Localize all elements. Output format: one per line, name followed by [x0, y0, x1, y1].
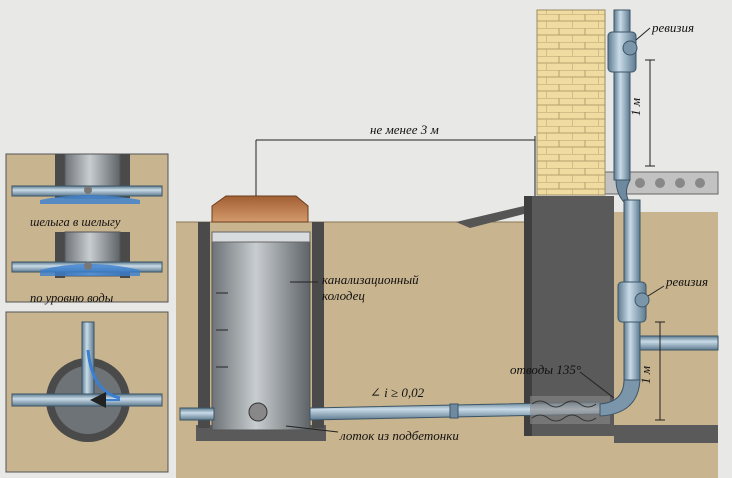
- label-one-meter-top: 1 м: [628, 98, 643, 116]
- label-crown-to-crown: шелыга в шелыгу: [30, 215, 121, 229]
- label-slope: ∠ i ≥ 0,02: [370, 385, 425, 400]
- sewer-well: [211, 239, 311, 431]
- label-well-line2: колодец: [322, 288, 365, 303]
- bend-135: [599, 379, 641, 417]
- base-right: [614, 425, 718, 443]
- label-min-distance: не менее 3 м: [370, 122, 439, 137]
- blind-area: [456, 206, 524, 228]
- branch-pipe: [639, 335, 719, 351]
- inset-plan-view: [5, 311, 169, 473]
- label-one-meter-bottom: 1 м: [638, 366, 653, 384]
- label-well-line1: канализационный: [322, 272, 419, 287]
- label-revision-top: ревизия: [651, 20, 694, 35]
- label-bends: отводы 135°: [510, 362, 581, 377]
- label-revision-mid: ревизия: [665, 274, 708, 289]
- brick-wall: [536, 9, 606, 196]
- label-water-level: по уровню воды: [30, 291, 114, 305]
- label-tray: лоток из подбетонки: [339, 428, 459, 443]
- inset-crown-to-crown: шелыга в шелыгу по уровню воды: [5, 153, 169, 305]
- well-cap: [211, 195, 309, 223]
